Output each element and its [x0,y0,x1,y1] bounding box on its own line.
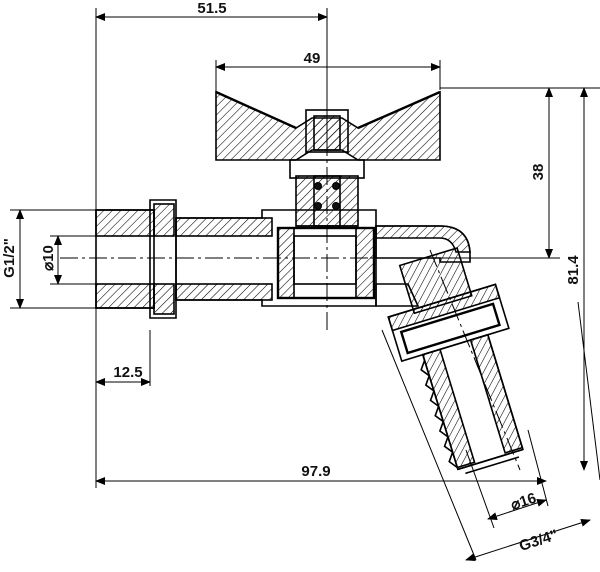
valve-bonnet [289,159,365,227]
dim-51-5: 51.5 [197,0,226,17]
dim-g3-4: G3/4" [517,527,560,555]
dim-dia-16: ⌀16 [509,490,539,514]
dimension-lines [10,8,600,562]
dim-81-4: 81.4 [565,255,582,285]
valve-body [95,199,471,319]
dim-38: 38 [530,164,547,181]
dim-97-9: 97.9 [301,463,330,480]
dim-g1-2: G1/2" [1,238,18,278]
dim-dia-10: ⌀10 [40,245,57,271]
dim-12-5: 12.5 [113,364,142,381]
butterfly-handle [215,90,441,161]
dim-49: 49 [304,50,321,67]
hose-fitting [387,246,524,475]
